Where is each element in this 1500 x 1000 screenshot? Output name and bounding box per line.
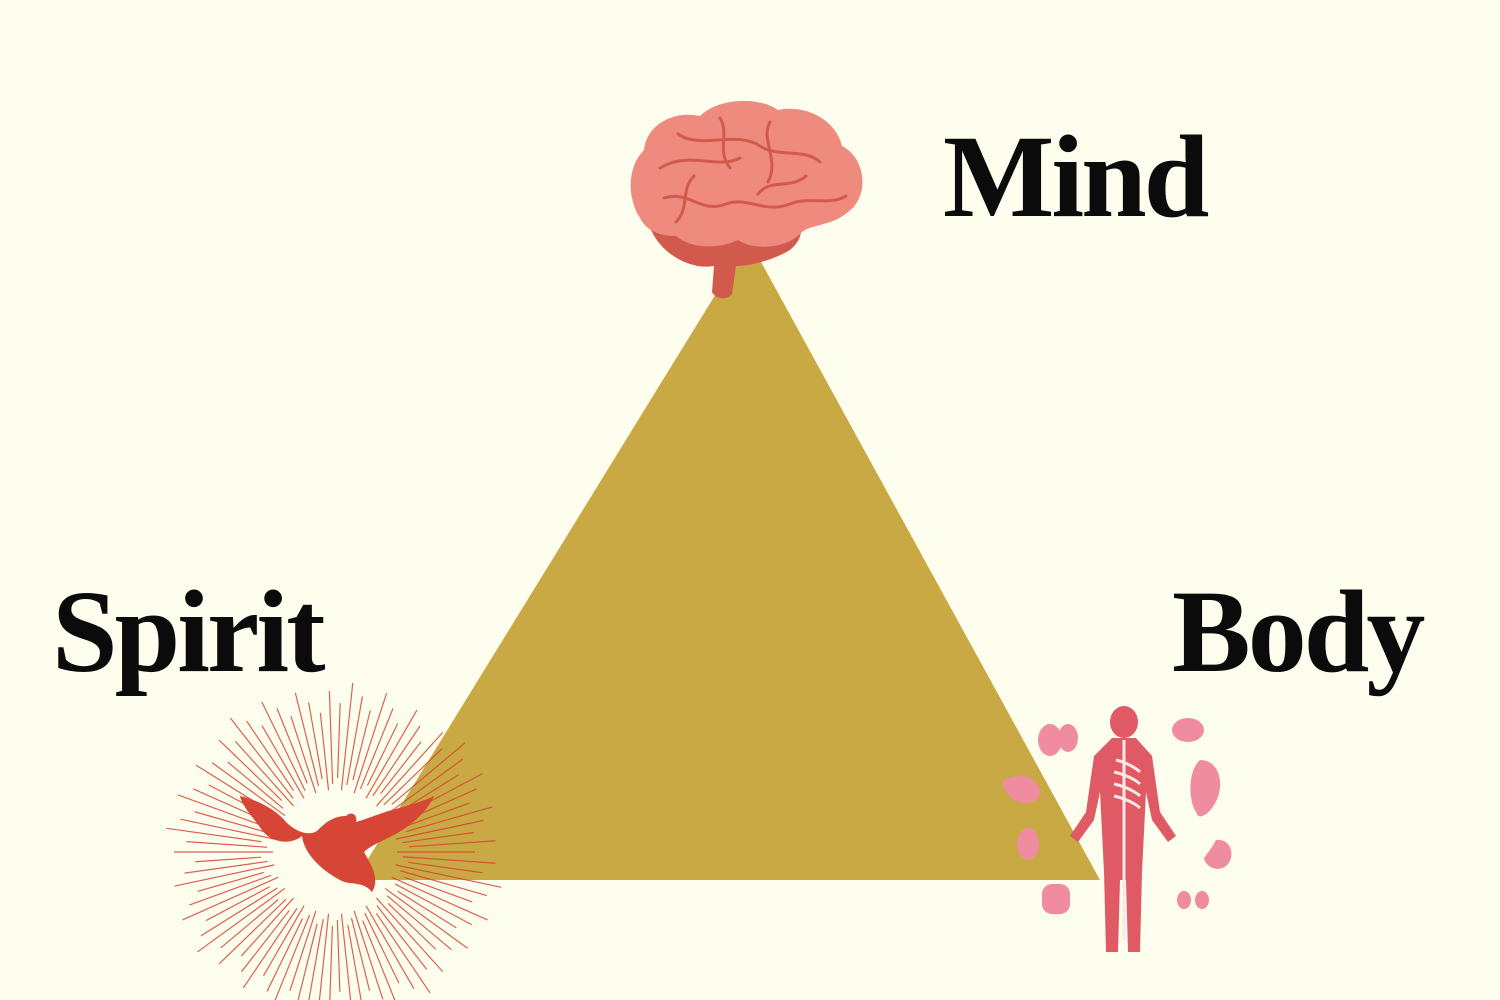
light-ray (240, 909, 290, 973)
light-ray (375, 913, 431, 994)
light-ray (194, 811, 270, 834)
triangle-shape (355, 240, 1100, 880)
light-ray (405, 806, 493, 833)
light-ray (234, 740, 294, 807)
light-ray (195, 856, 262, 863)
light-ray (402, 831, 474, 844)
light-ray (261, 725, 305, 799)
light-ray (289, 910, 317, 992)
light-ray (294, 692, 320, 787)
light-ray (376, 897, 444, 973)
light-ray (328, 691, 334, 785)
light-ray (242, 908, 298, 989)
light-ray (398, 802, 470, 830)
light-ray (182, 876, 279, 921)
light-ray (174, 864, 275, 887)
light-ray (329, 925, 334, 1000)
light-ray (261, 701, 306, 792)
light-ray (318, 913, 330, 1000)
light-ray (372, 725, 421, 796)
light-ray (262, 905, 305, 977)
light-ray (218, 898, 287, 965)
light-ray (177, 794, 266, 828)
light-ray (340, 913, 352, 1000)
light-ray (395, 864, 502, 888)
light-ray (380, 741, 422, 795)
light-ray (200, 887, 278, 937)
light-ray (376, 731, 444, 807)
light-ray (186, 841, 268, 848)
light-ray (227, 761, 284, 809)
light-ray (352, 710, 371, 781)
mind-label: Mind (943, 111, 1209, 242)
light-rays (166, 682, 502, 1000)
light-ray (274, 914, 311, 1000)
light-ray (218, 739, 283, 802)
light-ray (189, 874, 272, 906)
body-label: Body (1172, 566, 1425, 697)
light-ray (297, 923, 318, 1000)
brain-icon (630, 100, 863, 299)
light-ray (402, 856, 496, 864)
light-ray (364, 912, 400, 984)
light-ray (365, 709, 418, 799)
light-ray (346, 696, 364, 786)
light-ray (276, 708, 308, 784)
light-ray (340, 682, 354, 791)
light-ray (387, 902, 437, 950)
light-ray (180, 818, 275, 840)
light-ray (184, 860, 268, 874)
dove-icon (166, 682, 502, 1000)
light-ray (319, 712, 330, 791)
light-ray (336, 919, 341, 992)
light-ray (408, 840, 496, 848)
light-ray (384, 887, 469, 949)
light-ray (391, 742, 466, 805)
light-ray (359, 708, 394, 790)
light-ray (229, 717, 294, 799)
light-ray (211, 762, 286, 817)
light-ray (336, 703, 341, 779)
light-ray (308, 702, 323, 780)
light-ray (197, 887, 286, 953)
light-ray (240, 897, 294, 957)
light-ray (166, 827, 262, 843)
light-ray (290, 715, 317, 794)
light-ray (400, 870, 488, 897)
light-ray (220, 899, 279, 949)
light-ray (246, 720, 295, 791)
human-anatomy-icon (1002, 706, 1232, 952)
light-ray (395, 819, 484, 840)
light-ray (383, 748, 443, 806)
light-ray (197, 871, 265, 892)
light-ray (408, 861, 483, 874)
light-ray (266, 918, 304, 992)
light-ray (404, 876, 473, 903)
light-ray (308, 918, 324, 1000)
light-ray (384, 758, 464, 817)
light-ray (205, 886, 270, 922)
light-ray (376, 905, 428, 970)
light-ray (362, 920, 396, 1000)
spirit-label: Spirit (52, 566, 325, 697)
light-ray (353, 692, 388, 794)
light-ray (365, 905, 415, 990)
light-ray (353, 910, 384, 1000)
light-ray (350, 917, 371, 991)
light-ray (394, 883, 473, 926)
light-ray (366, 723, 399, 786)
light-ray (347, 924, 362, 1000)
light-ray (386, 895, 452, 951)
light-ray (397, 890, 457, 929)
light-ray (391, 876, 488, 921)
